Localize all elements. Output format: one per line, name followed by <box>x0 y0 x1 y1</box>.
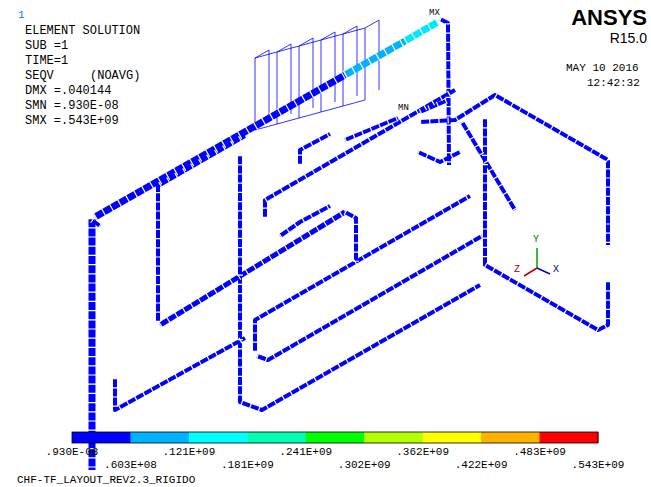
support-frame <box>321 40 322 112</box>
color-band <box>72 432 131 443</box>
averaging-note: (NOAVG) <box>90 70 140 83</box>
color-band <box>306 432 365 443</box>
element-ticks <box>280 206 330 236</box>
support-frame <box>255 28 365 58</box>
pipe-run <box>462 122 515 210</box>
substep-note: SUB =1 <box>25 40 68 53</box>
pipe-run <box>280 206 330 236</box>
window-number: 1 <box>18 9 25 21</box>
scale-value: .241E+09 <box>279 446 332 458</box>
pipe-run <box>345 41 405 75</box>
pipe-run <box>345 212 356 262</box>
max-marker: MX <box>429 9 440 19</box>
element-ticks <box>405 22 438 41</box>
axis-triad <box>524 248 550 276</box>
pipe-run <box>160 212 345 325</box>
axis-line <box>537 268 550 274</box>
pipe-run <box>420 95 608 245</box>
scale-value: .930E-08 <box>46 446 99 458</box>
scale-value: .181E+09 <box>221 459 274 471</box>
date-label: MAY 10 2016 <box>566 62 639 74</box>
color-band <box>540 432 599 443</box>
color-band <box>364 432 423 443</box>
min-marker: MN <box>398 104 409 114</box>
axis-label: Y <box>533 234 539 245</box>
product-logo: ANSYS <box>571 6 647 30</box>
pipe-run <box>95 75 345 217</box>
element-ticks <box>485 118 608 330</box>
element-ticks <box>420 100 448 112</box>
scale-value: .302E+09 <box>338 459 391 471</box>
element-ticks <box>345 212 356 262</box>
pipe-run <box>300 134 330 165</box>
element-ticks <box>300 134 330 165</box>
pipe-run <box>255 196 470 352</box>
time-label: 12:42:32 <box>587 77 640 89</box>
element-ticks <box>462 122 515 210</box>
min-stress: SMN =.930E-08 <box>25 100 119 113</box>
element-ticks <box>95 75 345 217</box>
time-note: TIME=1 <box>25 55 68 68</box>
color-band <box>189 432 248 443</box>
max-stress: SMX =.543E+09 <box>25 115 119 128</box>
scale-value: .422E+09 <box>455 459 508 471</box>
color-bar <box>72 432 599 443</box>
version-label: R15.0 <box>610 31 647 46</box>
scale-value: .362E+09 <box>396 446 449 458</box>
element-ticks <box>160 212 345 325</box>
pipe-run <box>92 220 100 226</box>
pipe-run <box>158 136 245 322</box>
result-heading: ELEMENT SOLUTION <box>25 25 140 38</box>
color-band <box>247 432 306 443</box>
support-frame <box>299 46 300 118</box>
max-displacement: DMX =.040144 <box>25 85 111 98</box>
element-ticks <box>92 220 100 226</box>
element-ticks <box>345 118 398 140</box>
element-ticks <box>158 136 245 322</box>
scale-value: .543E+09 <box>572 459 625 471</box>
support-frame <box>321 32 335 102</box>
color-band <box>130 432 189 443</box>
axis-label: X <box>553 264 559 275</box>
support-frame <box>255 58 256 130</box>
support-frame <box>255 50 269 120</box>
color-band <box>481 432 540 443</box>
pipe-run <box>115 338 245 410</box>
scale-value: .121E+09 <box>162 446 215 458</box>
pipe-run <box>418 152 460 162</box>
element-ticks <box>420 95 608 245</box>
pipe-run <box>345 118 398 140</box>
color-bar-frame <box>72 432 598 443</box>
pipe-run <box>405 22 438 41</box>
result-item: SEQV <box>25 70 54 83</box>
axis-label: Z <box>514 264 520 275</box>
pipes <box>92 19 608 470</box>
support-frame <box>343 34 344 106</box>
axis-line <box>524 268 537 276</box>
scale-value: .603E+08 <box>104 459 157 471</box>
scale-value: .483E+09 <box>513 446 566 458</box>
element-ticks <box>265 90 455 218</box>
element-ticks <box>418 152 460 162</box>
color-band <box>423 432 482 443</box>
element-ticks <box>240 155 480 410</box>
support-frame <box>343 26 357 96</box>
pipe-run <box>485 118 608 330</box>
axis-line <box>536 248 538 268</box>
element-ticks <box>115 338 245 410</box>
element-ticks <box>257 236 482 360</box>
element-ticks <box>255 196 470 352</box>
element-ticks <box>345 41 405 75</box>
model-title: CHF-TF_LAYOUT_REV2.3_RIGIDO <box>17 474 195 486</box>
